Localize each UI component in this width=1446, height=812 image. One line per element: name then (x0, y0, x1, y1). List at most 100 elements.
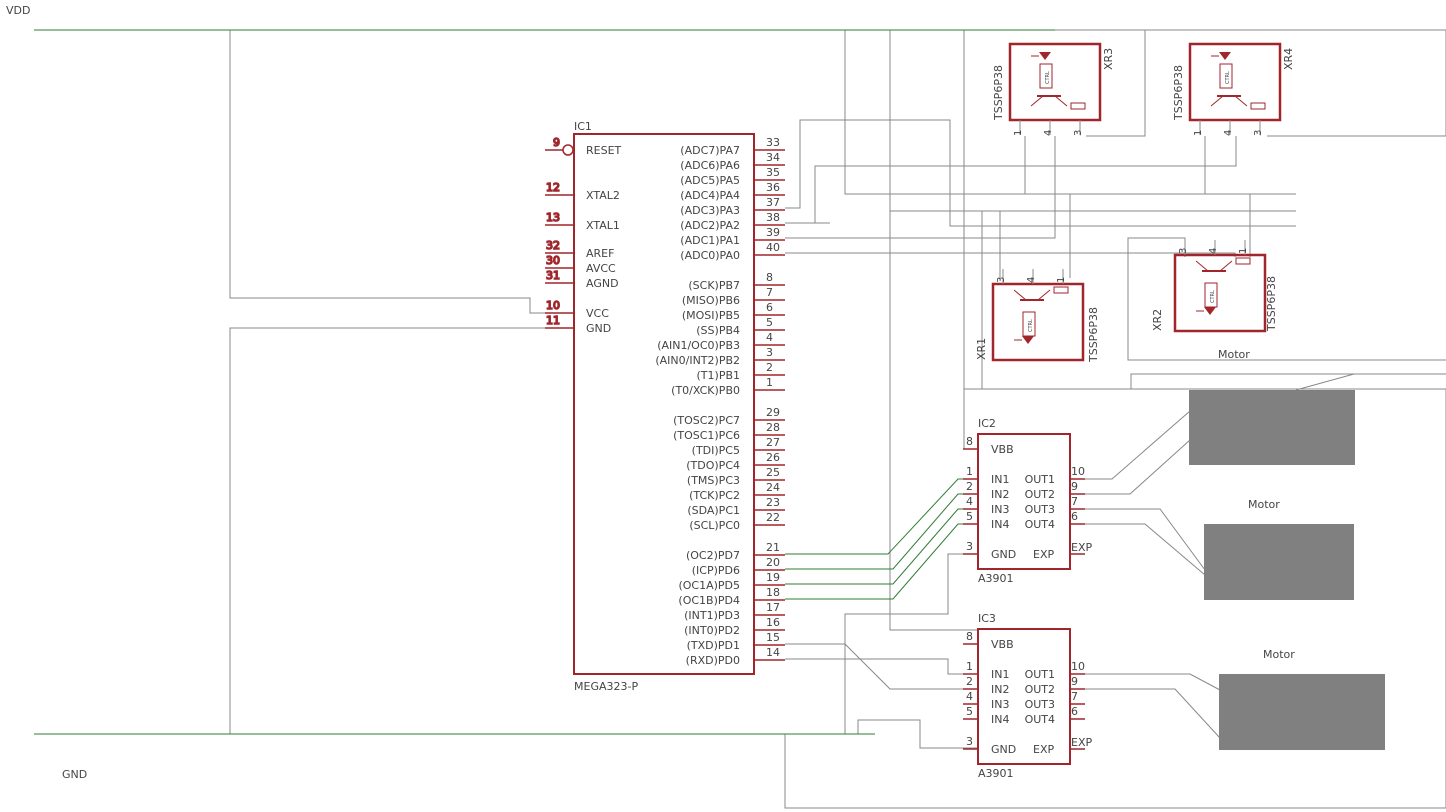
ic1-pin-name: (INT1)PD3 (684, 609, 740, 622)
ic1-pin-name: (ADC5)PA5 (680, 174, 740, 187)
sensor-ref: XR1 (975, 338, 988, 360)
transistor-leg (1037, 289, 1051, 301)
driver-pin-name: GND (991, 548, 1016, 561)
ic1-pin-name: (SS)PB4 (696, 324, 740, 337)
sensor-pin-number: 4 (1026, 277, 1037, 283)
ic1-pin-name: (TOSC2)PC7 (673, 414, 740, 427)
sensor-pin-number: 1 (1238, 248, 1249, 254)
driver-pin-name: IN3 (991, 698, 1009, 711)
driver-pin-number: 7 (1071, 495, 1078, 508)
driver-pin-number: 2 (966, 480, 973, 493)
driver-pin-name: IN2 (991, 683, 1009, 696)
ic1-pin-number: 40 (766, 241, 780, 254)
ic1-pin-name: (RXD)PD0 (686, 654, 740, 667)
gnd-net-label: GND (62, 768, 87, 781)
led-diode (1219, 52, 1231, 60)
driver-pin-name: EXP (1033, 548, 1054, 561)
ic1-pin-number: 23 (766, 496, 780, 509)
sensor-pin-number: 4 (1043, 130, 1054, 136)
sensor-body (1008, 42, 1102, 122)
ic1-pin-name: (TCK)PC2 (689, 489, 740, 502)
ic1-pin-number: 3 (766, 346, 773, 359)
ic1-pin-number: 8 (766, 271, 773, 284)
sensor-pin-number: 3 (996, 277, 1007, 283)
ic1-pin-number: 10 (546, 299, 560, 312)
driver-pin-name: EXP (1071, 541, 1092, 554)
driver-pin-name: EXP (1033, 743, 1054, 756)
ic1-pin-number: 13 (546, 211, 560, 224)
ic1-pin-name: (ADC7)PA7 (680, 144, 740, 157)
driver-body (977, 433, 1071, 570)
ic1-pin-number: 15 (766, 631, 780, 644)
driver-pin-name: VBB (991, 443, 1014, 456)
driver-pin-number: 9 (1071, 675, 1078, 688)
driver-ic3: IC3A39018VBB1IN12IN24IN35IN43GND10OUT19O… (963, 612, 1092, 780)
driver-pin-number: 3 (966, 735, 973, 748)
ic1-pin-number: 6 (766, 301, 773, 314)
ic1-pin-number: 18 (766, 586, 780, 599)
ic1-value: MEGA323-P (574, 680, 638, 693)
ic1-pin-number: 9 (553, 136, 560, 149)
ctrl-chip-label: CTRL (1045, 71, 1051, 84)
ic1-pin-name: XTAL1 (586, 219, 620, 232)
driver-name: IC2 (978, 417, 996, 430)
driver-pin-name: OUT2 (1025, 683, 1055, 696)
ic1-pin-name: (T0/XCK)PB0 (671, 384, 740, 397)
driver-pin-number: 8 (966, 630, 973, 643)
ctrl-chip-label: CTRL (1028, 319, 1034, 332)
ic1-pin-name: (TDO)PC4 (686, 459, 740, 472)
ic1-pin-name: (ADC2)PA2 (680, 219, 740, 232)
ic1-pin-number: 32 (546, 239, 560, 252)
driver-pin-number: 5 (966, 705, 973, 718)
driver-pin-number: 10 (1071, 660, 1085, 673)
ic1-pin-name: (SCL)PC0 (689, 519, 740, 532)
sensor-body (991, 282, 1085, 362)
driver-pin-number: 6 (1071, 510, 1078, 523)
driver-name: IC3 (978, 612, 996, 625)
ic1-pin-name: XTAL2 (586, 189, 620, 202)
resistor (1250, 102, 1266, 110)
ic1-pin-number: 22 (766, 511, 780, 524)
ic1-pin-number: 29 (766, 406, 780, 419)
sensor-body (1173, 253, 1267, 333)
ic1-pin-number: 5 (766, 316, 773, 329)
ic1-pin-number: 11 (546, 314, 560, 327)
led-diode (1204, 307, 1216, 315)
sensor-pin-number: 4 (1223, 130, 1234, 136)
ic1-pin-number: 14 (766, 646, 780, 659)
driver-pin-name: OUT4 (1025, 713, 1055, 726)
led-diode (1039, 52, 1051, 60)
ic1-pin-name: AVCC (586, 262, 616, 275)
driver-pin-name: IN1 (991, 668, 1009, 681)
ctrl-chip (1039, 63, 1053, 89)
motor-label: Motor (1248, 498, 1280, 511)
ic1-pin-number: 20 (766, 556, 780, 569)
ic1-pin-number: 25 (766, 466, 780, 479)
sensor-ref: XR3 (1102, 48, 1115, 70)
sensor-pin-number: 1 (1013, 130, 1024, 136)
ic1-pin-number: 1 (766, 376, 773, 389)
driver-body (977, 628, 1071, 765)
ic1-pin-number: 39 (766, 226, 780, 239)
driver-pin-number: 3 (966, 540, 973, 553)
sensor-ref: XR2 (1151, 309, 1164, 331)
driver-pin-name: OUT1 (1025, 668, 1055, 681)
ic1-pin-name: (ADC4)PA4 (680, 189, 740, 202)
driver-pin-number: 9 (1071, 480, 1078, 493)
driver-pin-name: IN2 (991, 488, 1009, 501)
sensor-value: TSSP6P38 (992, 65, 1005, 121)
ic1-pin-name: RESET (586, 144, 622, 157)
motor-body (1189, 390, 1355, 465)
ic1-pin-number: 16 (766, 616, 780, 629)
driver-pin-name: IN4 (991, 713, 1009, 726)
ic1-pin-name: (ADC0)PA0 (680, 249, 740, 262)
driver-pin-name: OUT2 (1025, 488, 1055, 501)
sensor-pin-number: 3 (1073, 130, 1084, 136)
ic1-pin-number: 2 (766, 361, 773, 374)
transistor-leg (1219, 260, 1233, 272)
ic1-pin-number: 37 (766, 196, 780, 209)
driver-pin-number: 8 (966, 435, 973, 448)
